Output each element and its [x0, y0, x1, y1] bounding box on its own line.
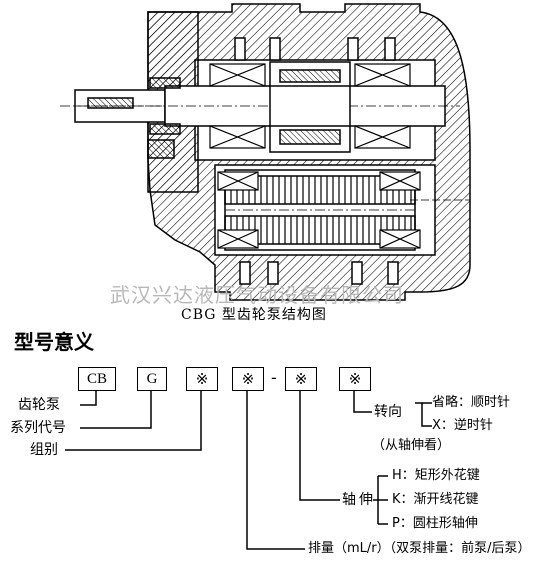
- label-series: 系列代号: [10, 420, 66, 436]
- section-title: 型号意义: [14, 330, 94, 354]
- label-displacement: 排量（mL/r）（双泵排量：前泵/后泵）: [308, 541, 531, 556]
- code-box-g: G: [137, 367, 167, 391]
- lower-bearings: [217, 171, 421, 249]
- shaft-seal-lower: [147, 139, 175, 159]
- upper-bearings: [209, 63, 411, 149]
- shaft-seal-top: [149, 77, 181, 89]
- code-dash: -: [271, 368, 277, 387]
- figure-caption: CBG 型齿轮泵结构图: [181, 307, 327, 323]
- drive-shaft-keyway: [87, 97, 134, 109]
- code-box-shaft: ※: [285, 367, 317, 391]
- watermark-text: 武汉兴达液压气动设备有限公司: [110, 283, 404, 307]
- shaft-seal-bottom: [149, 123, 181, 135]
- pump-cross-section: [60, 3, 471, 301]
- label-rotation-note: （从轴伸看）: [372, 438, 451, 453]
- label-rotation: 转向: [374, 404, 402, 420]
- label-shaft-p: P：圆柱形轴伸: [392, 516, 478, 531]
- label-shaft-h: H：矩形外花键: [392, 468, 480, 483]
- code-box-cb: CB: [78, 367, 116, 391]
- code-box-displacement: ※: [232, 367, 264, 391]
- label-pump: 齿轮泵: [18, 397, 60, 413]
- code-box-rotation: ※: [339, 367, 371, 391]
- label-shaft-k: K：渐开线花键: [392, 492, 479, 507]
- label-rotation-x: X：逆时针: [432, 418, 493, 433]
- label-shaft: 轴伸: [342, 492, 376, 508]
- label-group: 组别: [30, 442, 58, 458]
- label-rotation-default: 省略：顺时针: [432, 395, 511, 410]
- code-box-group: ※: [186, 367, 218, 391]
- code-diagram-lines: [65, 389, 432, 550]
